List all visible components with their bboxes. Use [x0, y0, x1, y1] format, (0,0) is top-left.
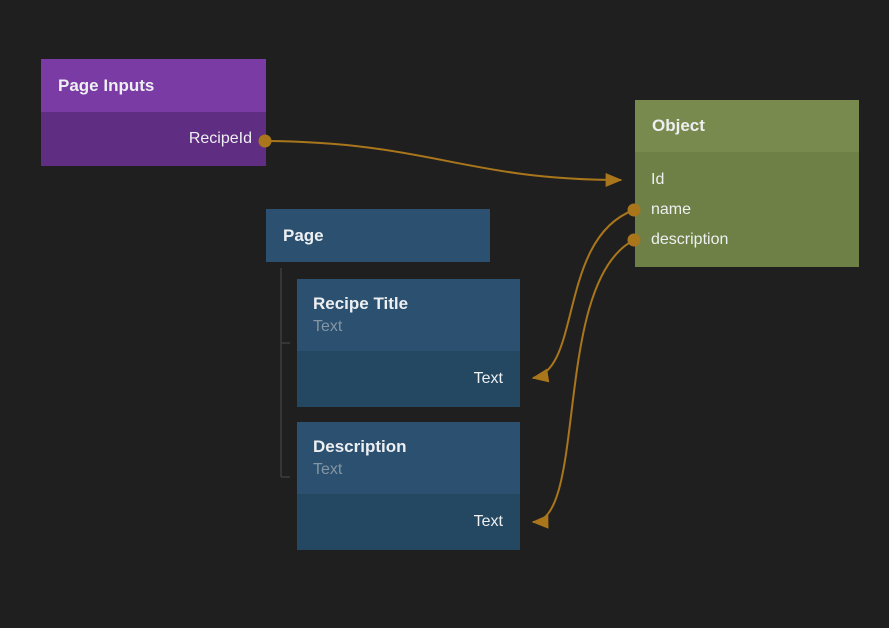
- tree-connector-page-children: [280, 268, 290, 478]
- node-page-header[interactable]: Page: [266, 209, 490, 262]
- node-description[interactable]: Description Text Text: [297, 422, 520, 550]
- node-object-title: Object: [652, 116, 705, 135]
- node-object-body: Id name description: [635, 152, 859, 267]
- wire-name-to-recipe-title-text[interactable]: [531, 209, 635, 383]
- node-recipe-title[interactable]: Recipe Title Text Text: [297, 279, 520, 407]
- node-page-inputs-body: RecipeId: [41, 112, 266, 166]
- node-recipe-title-header[interactable]: Recipe Title Text: [297, 279, 520, 351]
- node-page-title: Page: [283, 225, 324, 245]
- port-description-text-label: Text: [473, 513, 503, 530]
- node-object[interactable]: Object Id name description: [635, 100, 859, 267]
- port-recipeid[interactable]: RecipeId: [41, 112, 266, 166]
- node-object-header[interactable]: Object: [635, 100, 859, 152]
- port-description-text[interactable]: Text: [297, 494, 520, 550]
- node-recipe-title-title: Recipe Title: [313, 294, 409, 313]
- port-description[interactable]: description: [635, 225, 859, 255]
- node-recipe-title-body: Text: [297, 351, 520, 407]
- port-name[interactable]: name: [635, 195, 859, 225]
- port-recipe-title-text[interactable]: Text: [297, 351, 520, 407]
- wire-description-to-description-text[interactable]: [531, 239, 635, 529]
- node-page-inputs[interactable]: Page Inputs RecipeId: [41, 59, 266, 166]
- node-page-inputs-header[interactable]: Page Inputs: [41, 59, 266, 112]
- port-recipeid-label: RecipeId: [188, 130, 252, 147]
- port-name-label: name: [651, 201, 692, 218]
- node-page-inputs-title: Page Inputs: [58, 75, 155, 95]
- port-id[interactable]: Id: [635, 165, 859, 195]
- port-description-label: description: [651, 231, 729, 248]
- node-description-title: Description: [313, 437, 407, 456]
- port-id-label: Id: [651, 171, 665, 188]
- node-description-body: Text: [297, 494, 520, 550]
- wire-recipeid-to-id[interactable]: [264, 140, 623, 187]
- node-description-header[interactable]: Description Text: [297, 422, 520, 494]
- node-recipe-title-type: Text: [313, 318, 343, 335]
- node-description-type: Text: [313, 461, 343, 478]
- port-recipe-title-text-label: Text: [473, 370, 503, 387]
- node-page[interactable]: Page: [266, 209, 490, 262]
